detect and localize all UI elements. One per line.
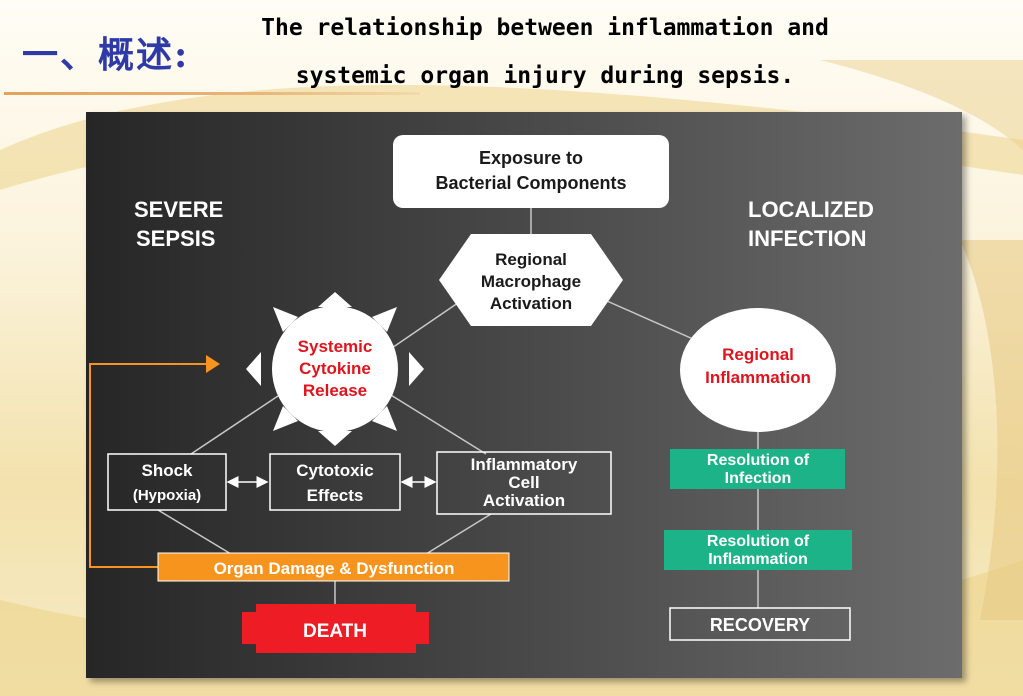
severe-sepsis-label: SEVERE SEPSIS xyxy=(134,197,223,251)
inflammatory-cell-line-3: Activation xyxy=(483,491,565,510)
death-node: DEATH xyxy=(242,604,429,653)
cytokine-line-3: Release xyxy=(303,381,367,400)
localized-infection-line-1: LOCALIZED xyxy=(748,197,874,222)
regional-inflammation-line-2: Inflammation xyxy=(705,368,811,387)
cytokine-line-1: Systemic xyxy=(298,337,373,356)
exposure-line-1: Exposure to xyxy=(479,148,583,168)
title-line-2: systemic organ injury during sepsis. xyxy=(295,63,795,89)
recovery-label: RECOVERY xyxy=(710,615,810,635)
cytotoxic-line-2: Effects xyxy=(307,486,364,505)
inflammatory-cell-line-2: Cell xyxy=(508,473,539,492)
recovery-node: RECOVERY xyxy=(669,607,851,641)
shock-line-1: Shock xyxy=(141,461,193,480)
regional-inflammation-node: Regional Inflammation xyxy=(680,308,836,432)
death-label: DEATH xyxy=(303,621,367,642)
cytotoxic-line-1: Cytotoxic xyxy=(296,461,373,480)
localized-infection-line-2: INFECTION xyxy=(748,226,867,251)
organ-damage-label: Organ Damage & Dysfunction xyxy=(214,559,455,578)
resolution-inflammation-line-1: Resolution of xyxy=(707,533,810,550)
inflammatory-cell-line-1: Inflammatory xyxy=(471,455,578,474)
regional-inflammation-line-1: Regional xyxy=(722,345,794,364)
cytokine-line-2: Cytokine xyxy=(299,359,371,378)
macrophage-node: Regional Macrophage Activation xyxy=(439,234,623,326)
severe-sepsis-line-1: SEVERE xyxy=(134,197,223,222)
resolution-inflammation-node: Resolution of Inflammation xyxy=(664,530,852,570)
feedback-arrow xyxy=(89,355,220,568)
slide-title: The relationship between inflammation an… xyxy=(215,4,875,100)
exposure-node: Exposure to Bacterial Components xyxy=(393,135,669,208)
resolution-infection-node: Resolution of Infection xyxy=(670,449,845,489)
organ-damage-node: Organ Damage & Dysfunction xyxy=(157,552,510,582)
shock-node: Shock (Hypoxia) xyxy=(107,453,227,511)
shock-line-2: (Hypoxia) xyxy=(133,487,201,504)
localized-infection-label: LOCALIZED INFECTION xyxy=(748,197,874,251)
cytotoxic-node: Cytotoxic Effects xyxy=(269,453,401,511)
diagram-panel: SEVERE SEPSIS LOCALIZED INFECTION Exposu… xyxy=(86,112,962,678)
macrophage-line-2: Macrophage xyxy=(481,272,581,291)
cytokine-node: Systemic Cytokine Release xyxy=(246,292,424,446)
resolution-infection-line-1: Resolution of xyxy=(707,452,810,469)
heading-underline xyxy=(4,92,420,95)
resolution-inflammation-line-2: Inflammation xyxy=(708,551,808,568)
exposure-line-2: Bacterial Components xyxy=(435,173,626,193)
slide-heading: 一、概述: xyxy=(22,34,190,76)
inflammatory-cell-node: Inflammatory Cell Activation xyxy=(436,451,612,515)
macrophage-line-1: Regional xyxy=(495,250,567,269)
sepsis-flow-diagram: SEVERE SEPSIS LOCALIZED INFECTION Exposu… xyxy=(89,135,874,653)
macrophage-line-3: Activation xyxy=(490,294,572,313)
title-line-1: The relationship between inflammation an… xyxy=(261,15,829,41)
resolution-infection-line-2: Infection xyxy=(725,470,792,487)
severe-sepsis-line-2: SEPSIS xyxy=(136,226,215,251)
